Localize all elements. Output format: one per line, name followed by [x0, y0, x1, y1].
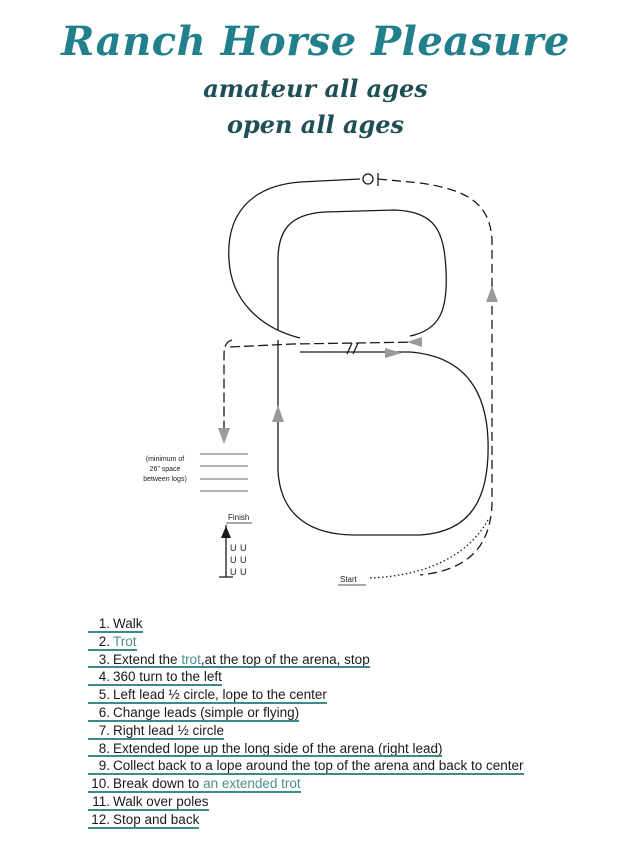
horseshoe-mark: U [240, 555, 247, 565]
step-label: trot [181, 651, 201, 667]
step-number: 6. [98, 704, 110, 720]
step-label: Left lead ½ circle, lope to the center [113, 687, 327, 703]
step-underline [88, 701, 327, 704]
pattern-step: 11.Walk over poles [88, 793, 524, 811]
pattern-step: 4.360 turn to the left [88, 668, 524, 687]
step-number: 11. [92, 793, 110, 809]
step-underline [88, 648, 137, 651]
step-number: 10. [91, 776, 110, 792]
pattern-step: 9.Collect back to a lope around the top … [88, 757, 524, 776]
pattern-step: 8.Extended lope up the long side of the … [88, 740, 524, 758]
step-underline [88, 719, 300, 722]
path-left-dashed [223, 339, 233, 440]
step-number: 1. [98, 616, 110, 631]
step-underline [88, 755, 443, 758]
step-label: Trot [113, 633, 137, 649]
step-label: Change leads (simple or flying) [113, 704, 300, 720]
horseshoe-mark: U [230, 555, 237, 565]
step-number: 12. [91, 811, 110, 827]
pattern-step: 10.Break down to an extended trot [88, 775, 524, 793]
step-text: 8.Extended lope up the long side of the … [88, 740, 443, 758]
horseshoe-mark: U [240, 567, 247, 577]
step-underline [88, 773, 524, 776]
pattern-diagram: (minimum of 26" space between logs) Fini… [143, 173, 498, 586]
step-underline [88, 630, 143, 633]
step-number: 8. [98, 740, 110, 756]
arrow-up-left-side [272, 405, 284, 422]
pattern-step: 6.Change leads (simple or flying) [88, 704, 524, 722]
step-underline [88, 666, 370, 669]
finish-arrow [221, 526, 231, 538]
start-label: Start [340, 575, 358, 584]
horseshoe-mark: U [240, 543, 247, 553]
pattern-step: 2.Trot [88, 633, 524, 651]
poles-note-line-2: 26" space [150, 466, 181, 473]
pattern-step: 5.Left lead ½ circle, lope to the center [88, 686, 524, 704]
step-label: Extend the [113, 651, 182, 667]
pattern-step: 3.Extend the trot,at the top of the aren… [88, 651, 524, 669]
finish-label: Finish [228, 513, 249, 522]
subtitle-open: open all ages [226, 110, 405, 139]
arrow-right-center [385, 348, 402, 358]
step-text: 7.Right lead ½ circle [88, 722, 225, 740]
pattern-step: 7.Right lead ½ circle [88, 722, 524, 740]
step-label: Collect back to a lope around the top of… [113, 758, 524, 774]
step-underline [88, 808, 209, 811]
path-start-dotted [369, 519, 489, 579]
turn-circle-marker [362, 173, 374, 185]
pattern-step: 12.Stop and back [88, 811, 524, 829]
step-text: 4.360 turn to the left [88, 668, 222, 687]
step-label: Right lead ½ circle [113, 722, 225, 738]
lead-change-mark-2 [352, 342, 359, 355]
path-center-line [229, 341, 421, 348]
horseshoe-mark: U [230, 543, 237, 553]
path-outer-solid [228, 178, 361, 339]
step-underline [88, 826, 200, 829]
step-text: 5.Left lead ½ circle, lope to the center [88, 686, 327, 704]
arrow-up-right-side [486, 286, 498, 302]
step-text: 2.Trot [88, 633, 137, 651]
path-lower-loop [277, 340, 489, 536]
step-label: Walk over poles [113, 793, 209, 809]
step-underline [88, 790, 301, 793]
step-number: 4. [98, 669, 110, 685]
arrow-left-center [407, 337, 422, 347]
step-underline [88, 737, 225, 740]
step-underline [88, 684, 222, 687]
step-text: 3.Extend the trot,at the top of the aren… [88, 651, 370, 669]
step-text: 9.Collect back to a lope around the top … [88, 757, 524, 776]
step-text: 1.Walk [88, 615, 143, 633]
step-text: 11.Walk over poles [88, 793, 209, 811]
step-label: ,at the top of the arena, stop [200, 651, 370, 667]
step-number: 2. [98, 633, 110, 649]
step-label: Extended lope up the long side of the ar… [113, 740, 443, 756]
step-text: 6.Change leads (simple or flying) [88, 704, 300, 722]
page-title: Ranch Horse Pleasure [61, 18, 570, 65]
step-label: Stop and back [113, 811, 200, 827]
path-outer-dashed [377, 178, 493, 576]
pattern-step: 1.Walk [88, 615, 524, 633]
step-label: 360 turn to the left [113, 669, 222, 685]
step-label: Break down to [113, 776, 204, 792]
step-number: 5. [98, 687, 110, 703]
step-text: 10.Break down to an extended trot [88, 775, 301, 793]
step-label: an extended trot [203, 776, 301, 792]
step-number: 9. [98, 758, 110, 774]
horseshoe-mark: U [230, 567, 237, 577]
step-number: 7. [98, 722, 110, 738]
step-text: 12.Stop and back [88, 811, 200, 829]
arrow-down-left-side [218, 428, 230, 444]
path-inner-upper-loop [277, 209, 447, 337]
step-label: Walk [113, 616, 143, 631]
lead-change-mark-1 [346, 342, 353, 355]
subtitle-amateur: amateur all ages [203, 74, 428, 103]
poles-note-line-1: (minimum of [146, 456, 185, 463]
step-number: 3. [98, 651, 110, 667]
poles-note-line-3: between logs) [143, 476, 187, 483]
